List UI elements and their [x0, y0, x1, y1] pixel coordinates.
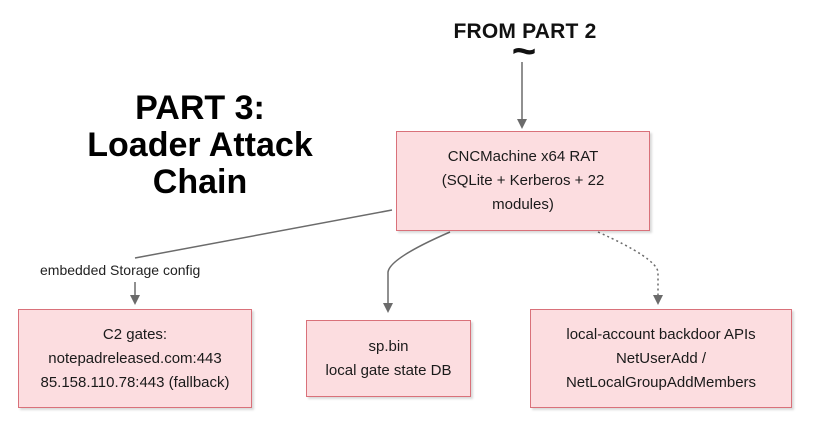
rat-node: CNCMachine x64 RAT (SQLite + Kerberos + …	[396, 131, 650, 231]
storage-config-label: embedded Storage config	[40, 262, 201, 278]
part-title-line-2: Loader Attack	[87, 126, 313, 164]
backdoor-apis-node: local-account backdoor APIs NetUserAdd /…	[530, 309, 792, 408]
from-part-2-label: FROM PART 2	[453, 20, 597, 43]
arrow-to-sp-bin	[383, 231, 451, 313]
sp-bin-line-1: sp.bin	[368, 337, 409, 355]
sp-bin-node: sp.bin local gate state DB	[306, 320, 471, 397]
c2-gates-line-2: notepadreleased.com:443	[48, 349, 222, 367]
part-title: PART 3: Loader Attack Chain	[40, 90, 360, 201]
backdoor-apis-line-3: NetLocalGroupAddMembers	[565, 373, 757, 391]
c2-gates-node: C2 gates: notepadreleased.com:443 85.158…	[18, 309, 252, 408]
arrow-to-c2-gates	[135, 209, 393, 300]
c2-gates-line-1: C2 gates:	[102, 325, 168, 343]
part-title-line-3: Chain	[152, 163, 248, 201]
backdoor-apis-line-2: NetUserAdd /	[615, 349, 707, 367]
rat-node-line-2: (SQLite + Kerberos + 22	[441, 172, 605, 189]
rat-node-line-3: modules)	[492, 196, 554, 213]
tilde-mark: ~	[511, 27, 537, 74]
sp-bin-line-2: local gate state DB	[325, 361, 452, 379]
rat-node-line-1: CNCMachine x64 RAT	[447, 148, 599, 165]
arrow-to-backdoor-apis	[597, 231, 663, 305]
part-title-line-1: PART 3:	[135, 89, 265, 127]
backdoor-apis-line-1: local-account backdoor APIs	[566, 325, 756, 343]
c2-gates-line-3: 85.158.110.78:443 (fallback)	[40, 373, 230, 391]
